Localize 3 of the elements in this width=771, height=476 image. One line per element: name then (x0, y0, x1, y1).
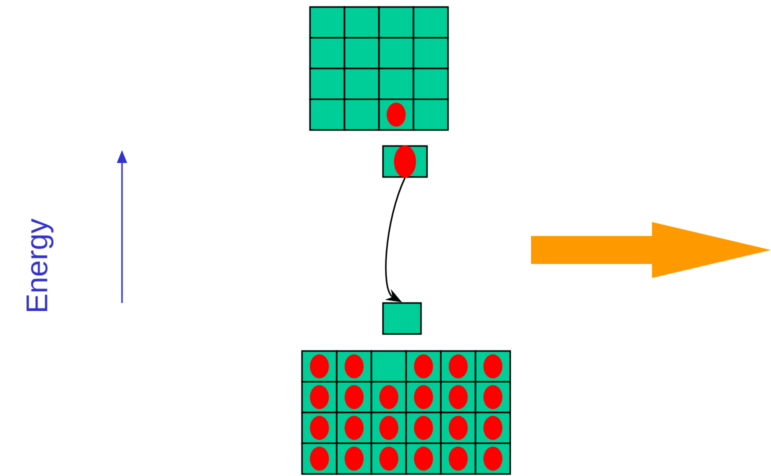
level-box (382, 302, 422, 335)
level-box (382, 145, 428, 178)
axis-label: Energy (26, 218, 54, 312)
